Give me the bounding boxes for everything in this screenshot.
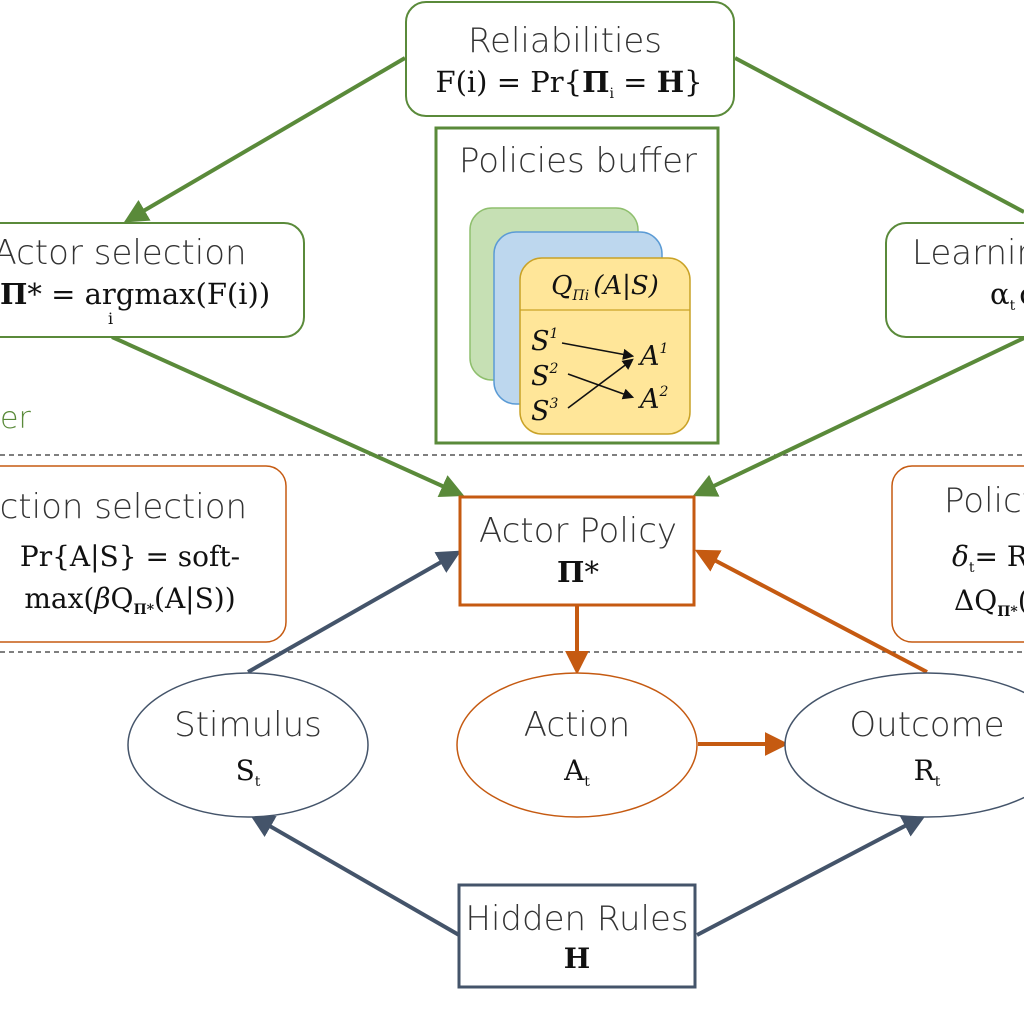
mapping-s2-a2 — [567, 373, 635, 400]
state-s1: S1 — [531, 326, 558, 357]
action-a2: A2 — [637, 384, 669, 415]
state-s3: S3 — [531, 396, 559, 427]
actor-policy-symbol: Π* — [557, 555, 599, 589]
actor-selection-subscript: i — [108, 309, 113, 328]
layer-label: er — [0, 401, 31, 436]
mapping-s3-a1 — [567, 358, 634, 409]
policy-update-title: Policy — [944, 481, 1024, 521]
actor-selection-title: Actor selection — [0, 233, 247, 273]
learning-equation: αtc — [990, 277, 1024, 314]
mapping-s1-a1 — [561, 342, 635, 360]
arrow-hidden-rules-to-outcome — [696, 814, 927, 937]
arrow-reliabilities-to-actor-selection — [123, 56, 407, 223]
policies-buffer-box: Policies buffer QΠi(A|S) S1 S2 S3 A1 A2 — [434, 126, 720, 445]
actor-selection-equation: Π* = argmax(F(i)) — [0, 277, 270, 311]
outcome-title: Outcome — [849, 705, 1004, 745]
action-selection-line2: max(βQΠ*(A|S)) — [24, 582, 235, 618]
arrow-stimulus-to-actor-policy — [247, 550, 462, 674]
action-selection-line1: Pr{A|S} = soft- — [20, 540, 240, 573]
actor-policy-box: Actor Policy Π* — [458, 495, 696, 607]
action-symbol: At — [563, 754, 590, 790]
stimulus-node: Stimulus St — [127, 672, 369, 818]
state-s2: S2 — [531, 361, 559, 392]
arrow-actor-selection-to-actor-policy — [111, 335, 465, 498]
policy-update-dq: ΔQΠ*( — [954, 584, 1024, 620]
actor-selection-box: Actor selection Π* = argmax(F(i)) i — [0, 222, 305, 338]
hidden-rules-box: Hidden Rules H — [457, 883, 697, 989]
reliabilities-equation: F(i) = Pr{Πi = H} — [435, 65, 702, 102]
policies-buffer-title: Policies buffer — [459, 141, 697, 181]
arrow-outcome-to-actor-policy — [694, 549, 928, 674]
policy-q-label: QΠi(A|S) — [551, 271, 659, 304]
reliabilities-title: Reliabilities — [468, 21, 662, 61]
outcome-symbol: Rt — [914, 754, 941, 790]
hidden-rules-symbol: H — [564, 942, 590, 975]
arrow-hidden-rules-to-stimulus — [249, 814, 460, 937]
action-selection-box: Action selection Pr{A|S} = soft- max(βQΠ… — [0, 465, 287, 643]
stimulus-symbol: St — [236, 754, 261, 790]
outcome-node: Outcome Rt — [784, 672, 1024, 818]
learning-title: Learning — [912, 233, 1024, 273]
policy-card-yellow — [519, 257, 691, 435]
actor-policy-title: Actor Policy — [479, 511, 677, 551]
stimulus-title: Stimulus — [174, 705, 322, 745]
action-a1: A1 — [637, 341, 668, 372]
hidden-rules-title: Hidden Rules — [465, 899, 688, 939]
policy-update-delta: δt= R — [952, 540, 1024, 576]
action-selection-title: Action selection — [0, 487, 247, 527]
reliabilities-box: Reliabilities F(i) = Pr{Πi = H} — [405, 1, 735, 117]
learning-box: Learning αtc — [885, 222, 1024, 338]
arrow-learning-to-actor-policy — [692, 336, 1024, 497]
arrow-reliabilities-to-learning — [734, 56, 1024, 214]
policy-update-box: Policy δt= R ΔQΠ*( — [891, 465, 1024, 643]
action-title: Action — [524, 705, 630, 745]
action-node: Action At — [456, 672, 698, 818]
